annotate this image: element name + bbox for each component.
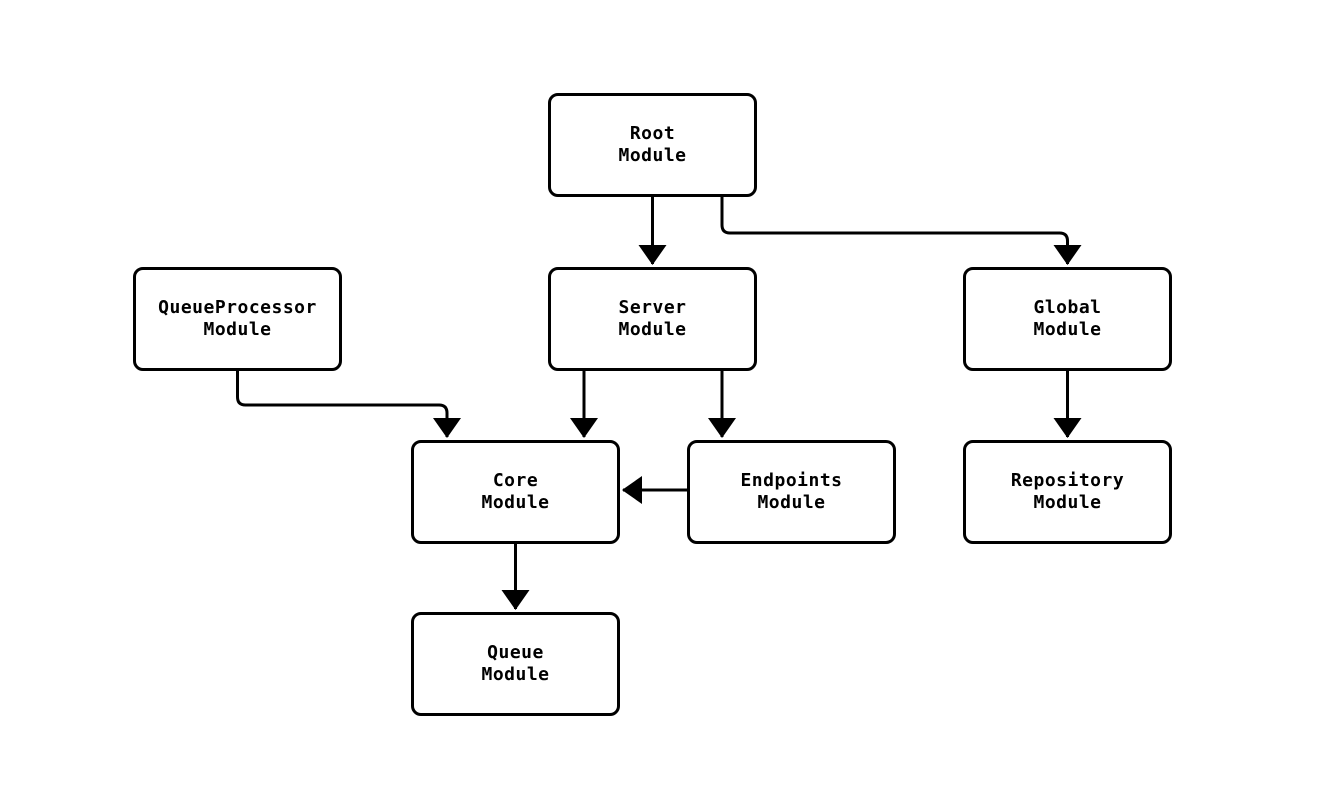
node-core-module: Core Module: [411, 440, 620, 544]
node-global-module: Global Module: [963, 267, 1172, 371]
node-queue-module: Queue Module: [411, 612, 620, 716]
node-root-module-label: Root Module: [618, 123, 687, 166]
node-queue-module-label: Queue Module: [481, 642, 550, 685]
node-core-module-label: Core Module: [481, 470, 550, 513]
node-queue-processor-module: QueueProcessor Module: [133, 267, 342, 371]
node-server-module-label: Server Module: [618, 297, 687, 340]
node-repository-module: Repository Module: [963, 440, 1172, 544]
node-global-module-label: Global Module: [1033, 297, 1102, 340]
node-queue-processor-module-label: QueueProcessor Module: [158, 297, 317, 340]
node-endpoints-module-label: Endpoints Module: [740, 470, 843, 513]
edge-queue-processor-to-core: [236, 371, 461, 438]
node-repository-module-label: Repository Module: [1010, 470, 1125, 513]
node-server-module: Server Module: [548, 267, 757, 371]
node-endpoints-module: Endpoints Module: [687, 440, 896, 544]
edge-root-to-global: [720, 197, 1082, 265]
node-root-module: Root Module: [548, 93, 757, 197]
